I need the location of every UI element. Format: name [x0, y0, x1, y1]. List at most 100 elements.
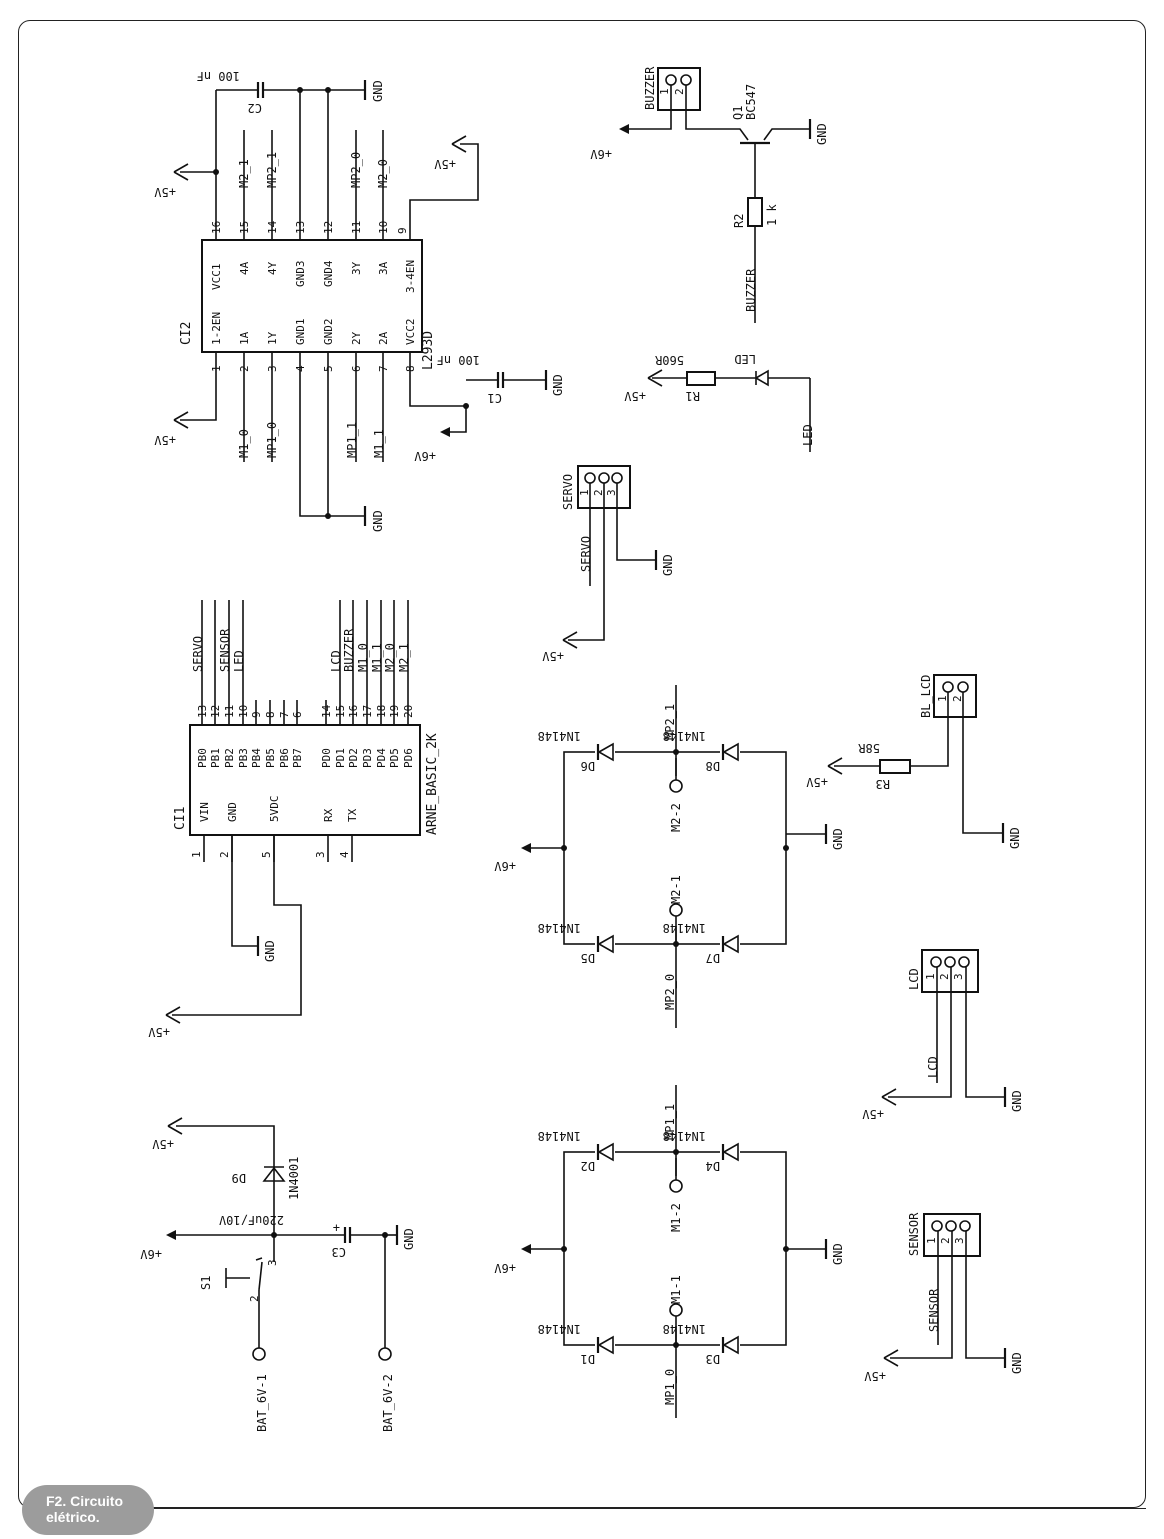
pin-name: VIN — [198, 802, 211, 822]
pin-number: 2 — [218, 851, 231, 858]
gnd-label: GND — [1008, 827, 1022, 849]
pin-name: PB6 — [278, 748, 291, 768]
pin-number: 7 — [377, 365, 390, 372]
c1-ref: C1 — [488, 391, 502, 405]
pin-number: 12 — [209, 705, 222, 718]
gnd-label: GND — [815, 123, 829, 145]
net-label: BUZZER — [744, 268, 758, 312]
ci2-part: L293D — [421, 331, 436, 370]
pin-number: 2 — [248, 1295, 261, 1302]
r3-resistor — [879, 759, 911, 774]
pin-number: 3 — [605, 489, 618, 496]
diode-value: 1N4148 — [663, 921, 706, 935]
ci2-ref: CI2 — [179, 322, 194, 345]
caption-rule — [150, 1508, 1146, 1509]
pin-name: PD5 — [388, 748, 401, 768]
d9-value: 1N4001 — [287, 1157, 301, 1200]
pin-number: 2 — [939, 1237, 952, 1244]
r3-value: 58R — [858, 741, 880, 755]
pin-number: 11 — [350, 221, 363, 234]
led-diode — [754, 369, 769, 387]
pin-name: TX — [346, 808, 359, 822]
gnd-label: GND — [371, 510, 385, 532]
diode-value: 1N4148 — [663, 729, 706, 743]
net-label-p5v: +5V — [542, 649, 564, 663]
net-label: MP1_1 — [663, 1104, 677, 1140]
pin-name: PD0 — [320, 748, 333, 768]
diode-value: 1N4148 — [663, 1322, 706, 1336]
pin-number: 4 — [338, 851, 351, 858]
pin-name: PB2 — [223, 748, 236, 768]
pin-name: VCC2 — [404, 319, 417, 346]
net-label-p5v: +5V — [624, 389, 646, 403]
s1-switch[interactable]: S1 2 3 — [199, 1235, 279, 1348]
net-label: SENSOR — [927, 1288, 941, 1332]
net-label: MP2_1 — [265, 152, 279, 188]
net-label-p6v: +6V — [494, 859, 516, 873]
ci2-top-pins: +5V 16 15 14 13 12 11 10 9 VCC1 4A 4Y GN… — [210, 90, 479, 293]
buzzer-connector — [657, 67, 701, 111]
pin-number: 1 — [924, 973, 937, 980]
diode-ref: D6 — [581, 759, 595, 773]
pin-name: 3-4EN — [404, 260, 417, 293]
net-label: LED — [232, 650, 246, 672]
net-label: M2_0 — [383, 643, 397, 672]
pin-name: PB7 — [291, 748, 304, 768]
net-label-p5v: +5V — [862, 1107, 884, 1121]
pin-name: GND2 — [322, 319, 335, 346]
pin-number: 1 — [925, 1237, 938, 1244]
d9-diode — [262, 1166, 286, 1182]
gnd-label: GND — [371, 80, 385, 102]
r1-resistor — [686, 371, 716, 386]
pin-name: 3A — [377, 261, 390, 275]
c2-ref: C2 — [248, 101, 262, 115]
r1-ref: R1 — [686, 389, 700, 403]
pin-number: 1 — [210, 365, 223, 372]
pin-number: 5 — [260, 851, 273, 858]
led-ref: LED — [734, 352, 756, 366]
r1-value: 560R — [654, 353, 684, 367]
terminal-label: M2-2 — [669, 803, 683, 832]
pin-number: 10 — [377, 221, 390, 234]
net-label: BUZZER — [342, 628, 356, 672]
pin-number: 1 — [658, 88, 671, 95]
pin-number: 13 — [294, 221, 307, 234]
net-label-p5v: +5V — [152, 1137, 174, 1151]
diode-ref: D8 — [706, 759, 720, 773]
buzzer-connector-label: BUZZER — [643, 66, 657, 110]
pin-number: 8 — [404, 365, 417, 372]
pin-number: 2 — [673, 88, 686, 95]
pin-number: 9 — [250, 711, 263, 718]
gnd-label: GND — [263, 940, 277, 962]
motor1-diode-bridge: M1-2 M1-1 MP1_1 MP1_0 +6V GND 1N4148D21N… — [494, 1085, 845, 1418]
net-label: MP2_0 — [349, 152, 363, 188]
gnd-label: GND — [551, 374, 565, 396]
gnd-label: GND — [1010, 1090, 1024, 1112]
ci1-top-pins: 13PB012PB111PB210PB39PB48PB57PB66PB714PD… — [196, 600, 415, 768]
pin-number: 2 — [238, 365, 251, 372]
pin-number: 3 — [266, 365, 279, 372]
pin-number: 5 — [322, 365, 335, 372]
gnd-label: GND — [661, 554, 675, 576]
pin-number: 20 — [402, 705, 415, 718]
pin-name: GND1 — [294, 319, 307, 346]
diode-ref: D4 — [706, 1159, 720, 1173]
net-label-p6v: +6V — [140, 1247, 162, 1261]
pin-name: 4A — [238, 261, 251, 275]
terminal-bat-1 — [252, 1347, 266, 1361]
terminal-label: M1-1 — [669, 1275, 683, 1304]
net-label: M1_1 — [372, 429, 386, 458]
r3-ref: R3 — [876, 777, 890, 791]
pin-number: 12 — [322, 221, 335, 234]
c1-value: 100 nF — [437, 353, 480, 367]
terminal-label: M1-2 — [669, 1203, 683, 1232]
net-label-p6v: +6V — [414, 449, 436, 463]
net-label-p5v: +5V — [864, 1369, 886, 1383]
pin-name: 1Y — [266, 331, 279, 345]
